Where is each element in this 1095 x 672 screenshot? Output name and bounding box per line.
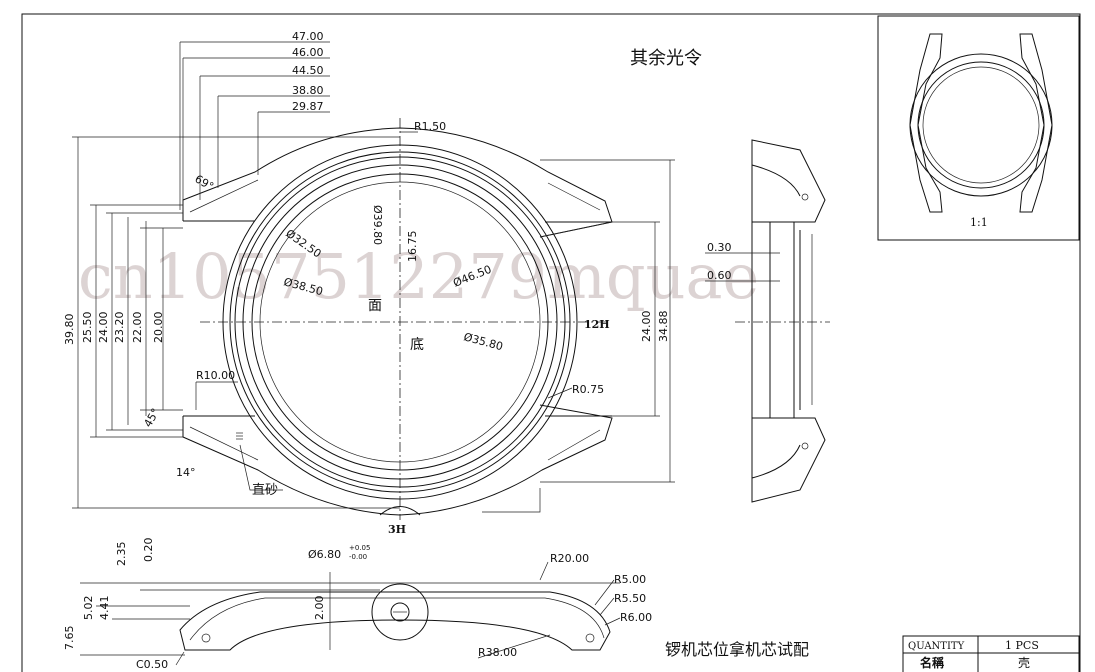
face-label: 面 [368, 298, 382, 314]
dim-a14: 14° [176, 466, 196, 479]
detail-box [877, 15, 1080, 241]
dim-r3800: R38.00 [478, 646, 517, 659]
name-header: 名稱 [920, 655, 944, 670]
dim-left-3: 23.20 [113, 312, 126, 344]
dim-d3580: Ø35.80 [462, 330, 504, 353]
dim-d680: Ø6.80 [308, 548, 341, 561]
dim-r1000: R10.00 [196, 369, 235, 382]
finish-note: 其余光令 [630, 48, 702, 69]
straight-sand-label: 直砂 [252, 483, 278, 498]
dim-r550: R5.50 [614, 592, 646, 605]
profile-view: 2.35 0.20 7.65 5.02 4.41 Ø6.80 +0.05 -0.… [63, 538, 652, 672]
dim-left-4: 22.00 [131, 312, 144, 344]
top-width-dimensions: 47.00 46.00 44.50 38.80 29.87 [179, 30, 330, 210]
scale-label: 1:1 [970, 216, 988, 229]
dim-tol-plus: +0.05 [349, 544, 370, 552]
h3-label: 3H [388, 523, 406, 536]
quantity-header: QUANTITY [908, 641, 965, 652]
dim-020: 0.20 [142, 538, 155, 563]
dim-top-2: 44.50 [292, 64, 324, 77]
dim-top-3: 38.80 [292, 84, 324, 97]
dim-top-1: 46.00 [292, 46, 324, 59]
bottom-label: 底 [410, 337, 424, 353]
dim-right-1: 34.88 [657, 311, 670, 343]
dim-c050: C0.50 [136, 658, 168, 671]
side-view: 0.30 0.60 [705, 139, 830, 503]
dim-r2000: R20.00 [550, 552, 589, 565]
right-height-dimensions: 24.00 34.88 [540, 159, 675, 483]
dim-a45: 45° [141, 406, 162, 429]
dim-top-0: 47.00 [292, 30, 324, 43]
dim-a69: 69° [193, 172, 216, 193]
dim-441: 4.41 [98, 596, 111, 621]
detail-view: 1:1 [909, 33, 1053, 229]
dim-d3980: Ø39.80 [371, 205, 384, 245]
dim-left-5: 20.00 [152, 312, 165, 344]
dim-r075: R0.75 [572, 383, 604, 396]
title-block: QUANTITY 1 PCS 名稱 壳 [902, 635, 1080, 672]
dim-235: 2.35 [115, 542, 128, 567]
fit-note: 锣机芯位拿机芯试配 [665, 640, 809, 659]
watermark-text: cn1057512279mquae [78, 240, 759, 313]
dim-top-4: 29.87 [292, 100, 324, 113]
dim-765: 7.65 [63, 626, 76, 651]
left-height-dimensions: 39.80 25.50 24.00 23.20 22.00 20.00 [63, 136, 400, 509]
dim-right-0: 24.00 [640, 311, 653, 343]
dim-r150: R1.50 [414, 120, 446, 133]
dim-side-060: 0.60 [707, 269, 732, 282]
dim-side-030: 0.30 [707, 241, 732, 254]
dim-502: 5.02 [82, 596, 95, 621]
dim-tol-minus: -0.00 [349, 553, 367, 561]
dim-left-0: 39.80 [63, 314, 76, 346]
dim-left-2: 24.00 [97, 312, 110, 344]
dim-r600: R6.00 [620, 611, 652, 624]
quantity-value: 1 PCS [1005, 639, 1039, 652]
dim-r500: R5.00 [614, 573, 646, 586]
name-value: 壳 [1018, 656, 1030, 670]
dim-v1675: 16.75 [406, 231, 419, 263]
sheet-border [21, 13, 1081, 672]
front-view: R1.50 Ø39.80 16.75 Ø46.50 Ø32.50 Ø38.50 … [141, 118, 613, 536]
h12-label: 12H [584, 318, 610, 331]
dim-200: 2.00 [313, 596, 326, 621]
dim-left-1: 25.50 [81, 312, 94, 344]
